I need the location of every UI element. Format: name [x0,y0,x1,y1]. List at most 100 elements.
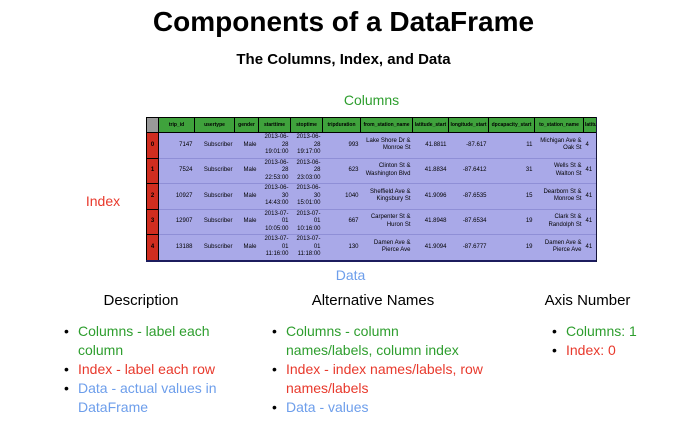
column-header: gender [234,117,259,133]
data-cell: 11 [488,132,535,159]
data-cell: 2013-07-01 10:16:00 [290,209,323,235]
data-cell: Michigan Ave & Oak St [534,132,584,159]
data-cell: 13188 [158,234,195,262]
page-subtitle: The Columns, Index, and Data [236,51,451,68]
data-cell: 41 [583,158,596,184]
data-cell: 2013-06-28 19:01:00 [258,132,291,159]
data-cell: 41.9094 [412,234,449,262]
data-cell: 7524 [158,158,195,184]
column-header: stoptime [290,117,323,133]
data-cell: Dearborn St & Monroe St [534,183,584,210]
data-cell: 41.8811 [412,132,449,159]
data-cell: 2013-06-28 19:17:00 [290,132,323,159]
section-description: Description Columns - label each columnI… [46,292,236,417]
data-cell: 4 [583,132,596,159]
data-cell: 19 [488,209,535,235]
data-cell: 19 [488,234,535,262]
data-cell: Subscriber [194,132,235,159]
data-cell: 2013-07-01 10:05:00 [258,209,291,235]
data-cell: Male [234,183,259,210]
data-cell: 1040 [322,183,361,210]
data-cell: 41 [583,234,596,262]
alternative-names-list: Columns - column names/labels, column in… [272,322,488,417]
list-item: Columns: 1 [552,322,675,341]
data-cell: 41 [583,209,596,235]
corner-cell [146,117,159,133]
index-cell: 1 [146,157,159,184]
index-label: Index [85,193,121,209]
data-cell: Subscriber [194,209,235,235]
data-cell: 130 [322,234,361,262]
data-cell: 41 [583,183,596,210]
data-cell: Damen Ave & Pierce Ave [360,234,413,262]
data-cell: Carpenter St & Huron St [360,209,413,235]
page-title: Components of a DataFrame [152,6,535,37]
column-header: latitude_start [412,117,449,133]
columns-label: Columns [343,92,400,108]
data-cell: 623 [322,158,361,184]
data-cell: Subscriber [194,234,235,262]
column-header: latitude [583,117,596,133]
data-cell: 667 [322,209,361,235]
data-cell: Clinton St & Washington Blvd [360,158,413,184]
column-header: to_station_name [534,117,584,133]
data-cell: Male [234,234,259,262]
list-item: Data - actual values in DataFrame [64,379,236,417]
section-heading: Axis Number [544,292,631,309]
index-cell: 2 [146,183,159,210]
data-cell: 10927 [158,183,195,210]
data-cell: Male [234,158,259,184]
section-axis-number: Axis Number Columns: 1Index: 0 [500,292,675,360]
column-header: dpcapacity_start [488,117,535,133]
list-item: Columns - column names/labels, column in… [272,322,488,360]
data-cell: 2013-06-30 15:01:00 [290,183,323,210]
column-header: tripduration [322,117,361,133]
data-cell: Wells St & Walton St [534,158,584,184]
data-cell: Damen Ave & Pierce Ave [534,234,584,262]
data-cell: 2013-06-28 22:53:00 [258,158,291,184]
data-cell: 41.8948 [412,209,449,235]
data-cell: 15 [488,183,535,210]
data-cell: 7147 [158,132,195,159]
list-item: Index - index names/labels, row names/la… [272,360,488,398]
data-cell: -87.6412 [448,158,489,184]
column-header: longitude_start [448,117,489,133]
data-cell: 2013-06-28 23:03:00 [290,158,323,184]
index-cell: 4 [146,234,159,262]
data-cell: 41.8834 [412,158,449,184]
data-cell: -87.6777 [448,234,489,262]
list-item: Data - values [272,398,488,417]
data-cell: Subscriber [194,158,235,184]
section-alternative-names: Alternative Names Columns - column names… [258,292,488,417]
column-header: usertype [194,117,235,133]
data-cell: 2013-07-01 11:18:00 [290,234,323,262]
list-item: Columns - label each column [64,322,236,360]
data-cell: Subscriber [194,183,235,210]
index-cell: 3 [146,208,159,235]
data-cell: 2013-07-01 11:16:00 [258,234,291,262]
column-header: trip_id [158,117,195,133]
data-cell: Lake Shore Dr & Monroe St [360,132,413,159]
section-heading: Description [103,292,179,309]
data-cell: -87.6534 [448,209,489,235]
column-header: starttime [258,117,291,133]
data-cell: 12907 [158,209,195,235]
data-cell: -87.617 [448,132,489,159]
axis-number-list: Columns: 1Index: 0 [552,322,675,360]
data-cell: Sheffield Ave & Kingsbury St [360,183,413,210]
legend-columns: Description Columns - label each columnI… [0,292,687,427]
data-cell: 31 [488,158,535,184]
list-item: Index: 0 [552,341,675,360]
data-label: Data [335,267,366,283]
data-cell: 41.9096 [412,183,449,210]
section-heading: Alternative Names [311,292,435,309]
column-header: from_station_name [360,117,413,133]
